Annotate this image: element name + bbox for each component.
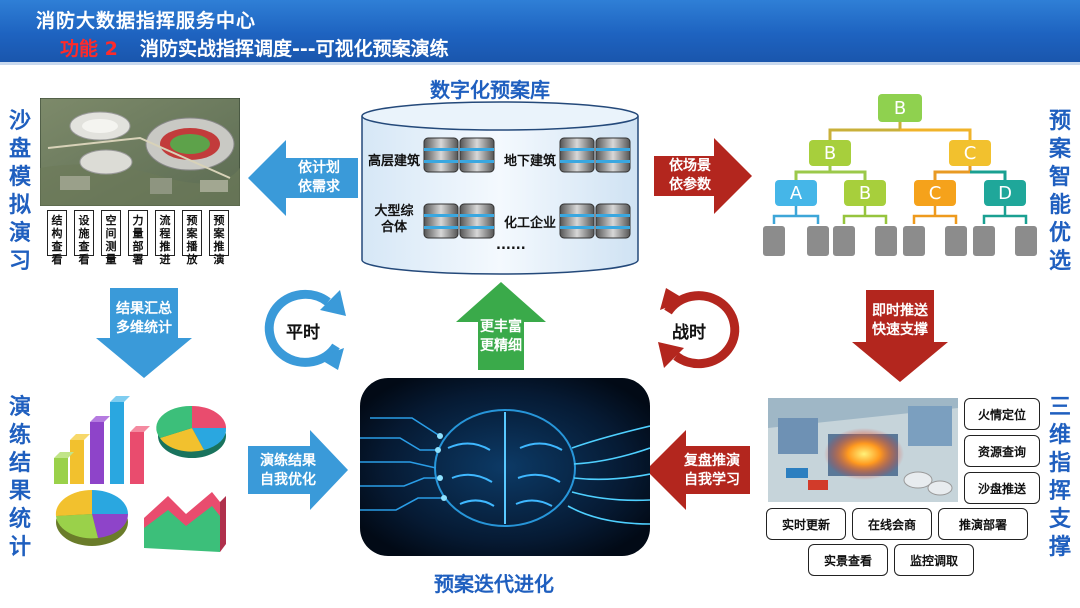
- arrow-summary-line1: 结果汇总: [116, 301, 172, 317]
- arrow-push-line2: 快速支撑: [872, 322, 928, 338]
- arrow-plan-text: 依计划 依需求: [286, 159, 352, 197]
- tree-leaf-d: D: [984, 180, 1026, 206]
- tree-root-node: B: [878, 94, 922, 122]
- btn-space-measure[interactable]: 空间测量: [101, 210, 121, 266]
- arrow-left-plan: [248, 140, 358, 216]
- arrow-richer-line2: 更精细: [480, 338, 522, 354]
- section-command-title: 三维指挥支撑: [1048, 395, 1071, 560]
- arrow-scene-line2: 依参数: [669, 177, 711, 193]
- tree-connectors: [772, 122, 1028, 224]
- stat-pie-chart-2: [55, 489, 129, 546]
- db-item-highrise: 高层建筑: [368, 154, 421, 169]
- disk-stack-4: [559, 203, 631, 239]
- tree-leaf-b: B: [844, 180, 886, 206]
- arrow-down-push: [852, 290, 948, 382]
- db-item-underground: 地下建筑: [504, 154, 557, 169]
- func-fire-locate[interactable]: 火情定位: [964, 398, 1040, 430]
- btn-facility-view[interactable]: 设施查看: [74, 210, 94, 266]
- tree-leaf-a: A: [775, 180, 817, 206]
- func-resource-query[interactable]: 资源查询: [964, 435, 1040, 467]
- disk-stack-3: [423, 203, 495, 239]
- tree-leaf-c: C: [914, 180, 956, 206]
- stadium-sandbox-image: [40, 98, 240, 206]
- arrow-push-line1: 即时推送: [872, 303, 928, 319]
- btn-process-advance[interactable]: 流程推进: [155, 210, 175, 266]
- db-item-more: ......: [496, 238, 526, 253]
- arrow-plan-line2: 依需求: [298, 179, 340, 195]
- evolution-title: 预案迭代进化: [434, 572, 554, 596]
- arrow-drill-line2: 自我优化: [260, 472, 316, 488]
- arrow-replay-line1: 复盘推演: [684, 453, 740, 469]
- cycle-war-label: 战时: [672, 323, 706, 343]
- stat-pie-chart-1: [156, 405, 227, 458]
- page-subtitle: 消防实战指挥调度---可视化预案演练: [140, 38, 449, 60]
- btn-plan-play[interactable]: 预案播放: [182, 210, 202, 266]
- arrow-replay-line2: 自我学习: [684, 472, 740, 488]
- section-sandbox-title: 沙盘模拟演习: [8, 109, 31, 274]
- cycle-peace-label: 平时: [286, 323, 320, 343]
- leaf-block: [875, 226, 897, 256]
- disk-stack-2: [559, 137, 631, 173]
- cycle-war-icon: [658, 288, 740, 369]
- arrow-scene-text: 依场景 依参数: [658, 157, 722, 195]
- database-cylinder: [361, 101, 639, 275]
- db-item-chemical: 化工企业: [504, 216, 557, 231]
- arrow-summary-text: 结果汇总 多维统计: [106, 300, 182, 338]
- func-sandbox-push[interactable]: 沙盘推送: [964, 472, 1040, 504]
- section-drill-stats-title: 演练结果统计: [8, 395, 31, 560]
- arrow-push-text: 即时推送 快速支撑: [862, 302, 938, 340]
- func-simulate-deploy[interactable]: 推演部署: [938, 508, 1028, 540]
- arrow-plan-line1: 依计划: [298, 160, 340, 176]
- func-monitor-fetch[interactable]: 监控调取: [894, 544, 974, 576]
- leaf-block: [807, 226, 829, 256]
- tree-node-c: C: [949, 140, 991, 166]
- btn-force-deploy[interactable]: 力量部署: [128, 210, 148, 266]
- stat-area-chart: [144, 492, 226, 552]
- leaf-block: [973, 226, 995, 256]
- arrow-left-replay: [646, 430, 750, 510]
- btn-structure-view[interactable]: 结构查看: [47, 210, 67, 266]
- cycle-peace-icon: [264, 289, 346, 370]
- arrow-scene-line1: 依场景: [669, 158, 711, 174]
- header-divider: [0, 62, 1080, 65]
- leaf-block: [1015, 226, 1037, 256]
- func-online-consult[interactable]: 在线会商: [852, 508, 932, 540]
- func-realtime-update[interactable]: 实时更新: [766, 508, 846, 540]
- tree-node-b: B: [809, 140, 851, 166]
- db-item-complex: 大型综合体: [374, 204, 414, 235]
- fire-scene-3d-image: [768, 398, 958, 502]
- leaf-block: [763, 226, 785, 256]
- header-bar: 消防大数据指挥服务中心 功能 2 消防实战指挥调度---可视化预案演练: [0, 0, 1080, 62]
- btn-plan-simulate[interactable]: 预案推演: [209, 210, 229, 266]
- section-smart-title: 预案智能优选: [1048, 109, 1071, 274]
- disk-stack-1: [423, 137, 495, 173]
- database-title: 数字化预案库: [430, 78, 550, 102]
- statistics-charts-image: [54, 396, 227, 552]
- arrow-drill-line1: 演练结果: [260, 453, 316, 469]
- arrow-replay-text: 复盘推演 自我学习: [676, 452, 748, 490]
- arrow-richer-line1: 更丰富: [480, 319, 522, 335]
- arrow-right-scene: [654, 138, 752, 214]
- ai-brain-image: [360, 378, 650, 556]
- page-title: 消防大数据指挥服务中心: [36, 10, 257, 32]
- function-label: 功能 2: [60, 38, 118, 60]
- arrow-right-drill: [248, 430, 348, 510]
- arrow-drill-text: 演练结果 自我优化: [252, 452, 324, 490]
- stat-bar-chart: [54, 396, 150, 484]
- leaf-block: [903, 226, 925, 256]
- arrow-richer-text: 更丰富 更精细: [470, 318, 532, 356]
- arrow-summary-line2: 多维统计: [116, 320, 172, 336]
- leaf-block: [833, 226, 855, 256]
- leaf-block: [945, 226, 967, 256]
- func-live-view[interactable]: 实景查看: [808, 544, 888, 576]
- arrow-down-summary: [96, 288, 192, 378]
- arrow-up-richer: [456, 282, 546, 370]
